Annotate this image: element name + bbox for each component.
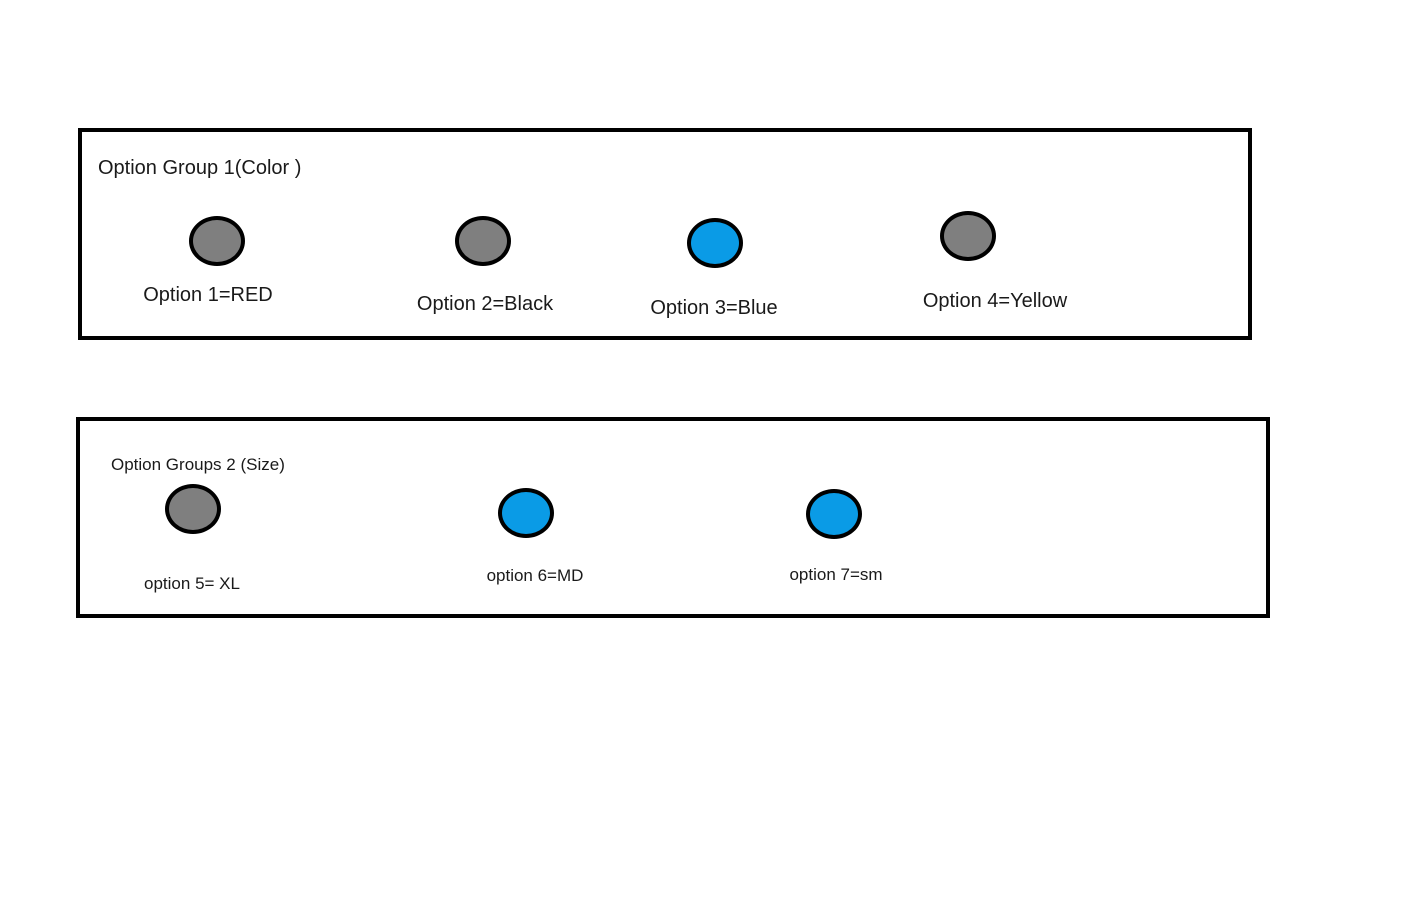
option-group-title: Option Group 1(Color ) [98, 157, 302, 179]
radio-button[interactable] [687, 218, 743, 268]
option-group-title: Option Groups 2 (Size) [111, 455, 285, 474]
option-label: option 5= XL [144, 574, 240, 593]
option-group-color: Option Group 1(Color ) Option 1=RED Opti… [78, 128, 1252, 340]
radio-button[interactable] [165, 484, 221, 534]
option-label: Option 3=Blue [650, 297, 778, 319]
option-label: Option 4=Yellow [922, 290, 1068, 312]
radio-button[interactable] [498, 488, 554, 538]
option-label: option 7=sm [789, 565, 883, 584]
option-label: option 6=MD [486, 566, 584, 585]
radio-button[interactable] [940, 211, 996, 261]
option-label: Option 2=Black [416, 293, 554, 315]
radio-button[interactable] [455, 216, 511, 266]
radio-button[interactable] [189, 216, 245, 266]
radio-button[interactable] [806, 489, 862, 539]
option-group-size: Option Groups 2 (Size) option 5= XL opti… [76, 417, 1270, 618]
option-label: Option 1=RED [143, 284, 273, 306]
